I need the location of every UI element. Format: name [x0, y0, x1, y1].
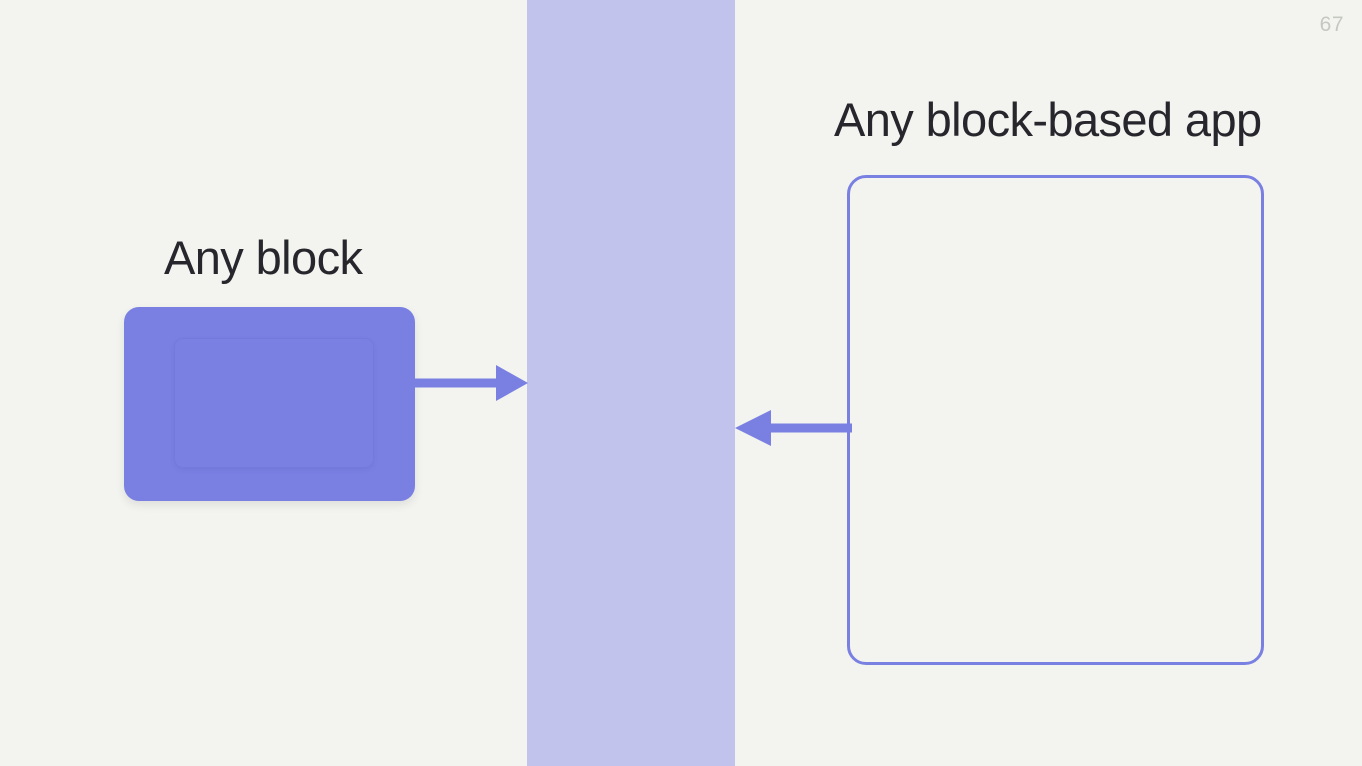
center-vertical-band — [527, 0, 735, 766]
arrow-right-icon — [410, 365, 528, 401]
any-block-based-app-frame — [847, 175, 1264, 665]
any-block-shape — [124, 307, 415, 501]
left-heading: Any block — [164, 231, 363, 284]
arrow-left-icon — [735, 410, 852, 446]
page-number: 67 — [1319, 13, 1344, 36]
any-block-inner-shadow — [174, 338, 374, 468]
right-heading: Any block-based app — [834, 93, 1262, 146]
